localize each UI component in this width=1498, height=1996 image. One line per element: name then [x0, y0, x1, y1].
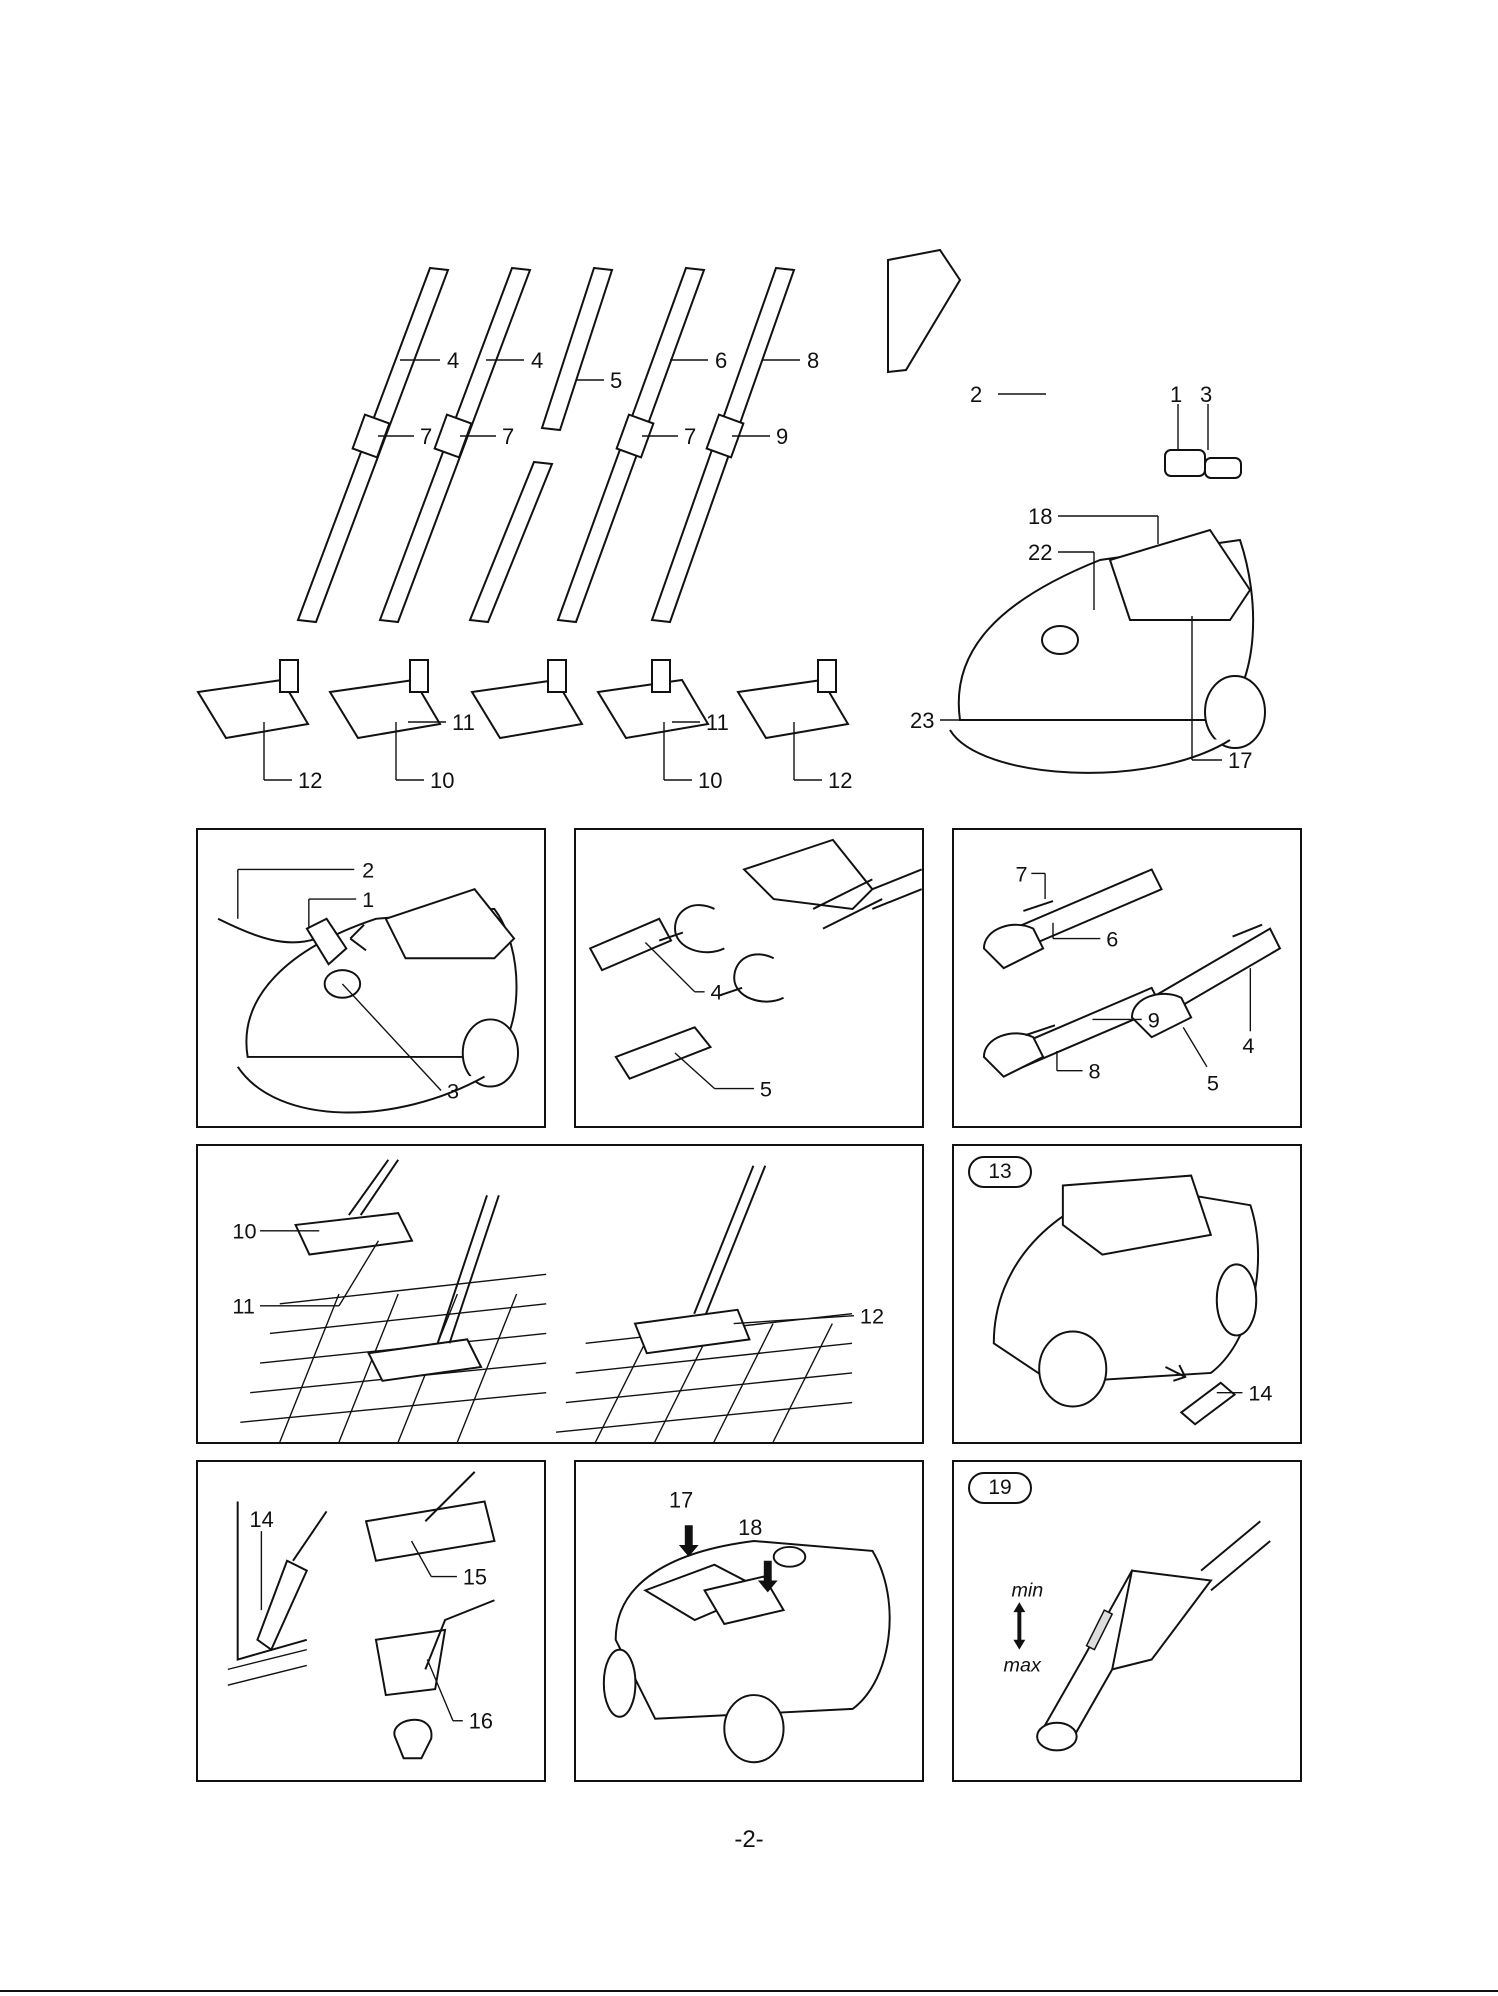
lid-open-callouts: 17 18: [576, 1462, 922, 1780]
callout-tube-5: 5: [1207, 1070, 1219, 1095]
accessories-callouts: 14 15 16: [198, 1462, 544, 1780]
cleaner-body: [950, 530, 1265, 773]
callout-tube-5: 5: [760, 1076, 772, 1101]
page-number: -2-: [0, 1826, 1498, 1854]
parts-overview-illustration: 4 4 5 6 8 7 7 7 9 12 10 11 10 1: [0, 0, 1498, 800]
callout-nozzle-10a: 10: [430, 768, 454, 793]
callout-joint-7c: 7: [684, 424, 696, 449]
callout-nozzle-11a: 11: [452, 710, 475, 735]
callout-crevice-tool-14: 14: [250, 1507, 274, 1532]
callout-joint-7b: 7: [502, 424, 514, 449]
callout-tube-6: 6: [1106, 926, 1118, 951]
floor-nozzle-callouts: 10 11 12: [198, 1146, 922, 1442]
callout-nozzle-11: 11: [232, 1294, 255, 1319]
min-label: min: [1011, 1579, 1043, 1601]
max-label: max: [1004, 1654, 1042, 1676]
callout-joint-7: 7: [1016, 861, 1028, 886]
suction-control-labels: min max: [954, 1462, 1300, 1780]
nozzle-set: [198, 660, 848, 738]
panel-hose-connect: 2 1 3: [196, 828, 546, 1128]
panel-accessories: 14 15 16: [196, 1460, 546, 1782]
panel-suction-control: 19 min max: [952, 1460, 1302, 1782]
panel-tube-connect: 4 5: [574, 828, 924, 1128]
panel-tool-storage: 13 14: [952, 1144, 1302, 1444]
callout-crevice-tool-14: 14: [1248, 1381, 1272, 1406]
callout-tube-8: 8: [1089, 1059, 1101, 1084]
callout-body-17: 17: [1228, 748, 1252, 773]
bottom-divider: [0, 1990, 1498, 1992]
callout-body-18: 18: [738, 1515, 762, 1540]
hose-connect-callouts: 2 1 3: [198, 830, 544, 1126]
tube-adjust-callouts: 7 6 9 8 4 5: [954, 830, 1300, 1126]
tube-connect-callouts: 4 5: [576, 830, 922, 1126]
callout-body-22: 22: [1028, 540, 1052, 565]
panel-tube-adjust: 7 6 9 8 4 5: [952, 828, 1302, 1128]
callout-hose-3: 3: [1200, 382, 1212, 407]
callout-hose-2: 2: [362, 857, 374, 882]
callout-tube-5: 5: [610, 368, 622, 393]
callout-nozzle-12b: 12: [828, 768, 852, 793]
callout-hose-3: 3: [447, 1078, 459, 1103]
callout-hose-2: 2: [970, 382, 982, 407]
callout-dusting-brush-16: 16: [469, 1709, 493, 1734]
callout-tube-4b: 4: [531, 348, 543, 373]
callout-joint-7a: 7: [420, 424, 432, 449]
tool-storage-callouts: 14: [954, 1146, 1300, 1442]
callout-joint-9: 9: [776, 424, 788, 449]
callout-tube-4: 4: [711, 980, 723, 1005]
panel-lid-open: 17 18: [574, 1460, 924, 1782]
callout-nozzle-10b: 10: [698, 768, 722, 793]
callout-nozzle-12a: 12: [298, 768, 322, 793]
callout-body-17: 17: [669, 1487, 693, 1512]
callout-tube-8: 8: [807, 348, 819, 373]
callout-tube-4a: 4: [447, 348, 459, 373]
callout-tube-4: 4: [1242, 1033, 1254, 1058]
hose-assembly: [888, 192, 1241, 478]
callout-body-23: 23: [910, 708, 934, 733]
tube-set: [298, 268, 794, 622]
callout-hose-1: 1: [362, 887, 374, 912]
callout-nozzle-12: 12: [860, 1304, 884, 1329]
callout-nozzle-10: 10: [232, 1219, 256, 1244]
callout-body-18: 18: [1028, 504, 1052, 529]
callout-joint-9: 9: [1148, 1007, 1160, 1032]
callout-upholstery-tool-15: 15: [463, 1564, 487, 1589]
callout-hose-1: 1: [1170, 382, 1182, 407]
callout-tube-6: 6: [715, 348, 727, 373]
panel-floor-nozzle: 10 11 12: [196, 1144, 924, 1444]
callout-nozzle-11b: 11: [706, 710, 729, 735]
